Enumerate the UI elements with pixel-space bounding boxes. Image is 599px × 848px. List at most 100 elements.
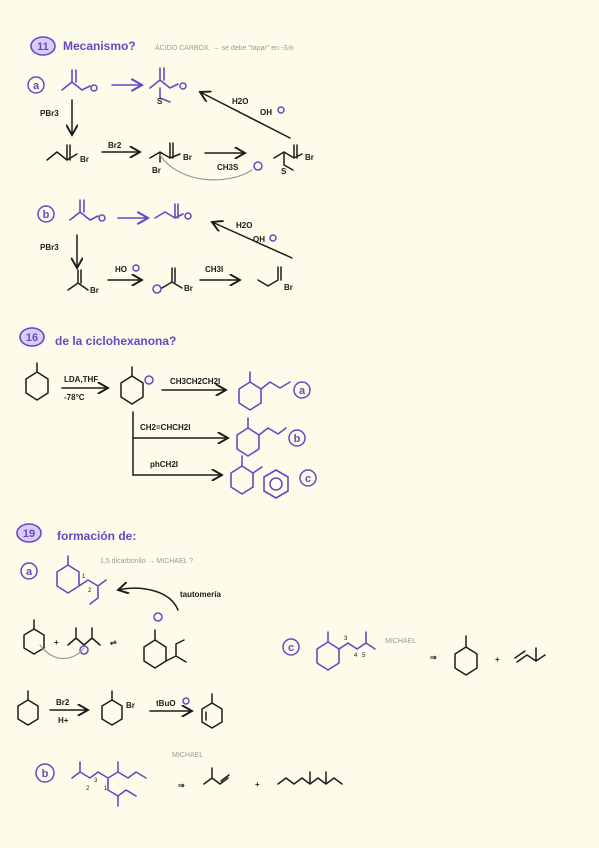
label-19a-circle bbox=[20, 562, 38, 580]
tbuo-19: tBuO bbox=[156, 699, 176, 708]
product-16c-ring bbox=[230, 465, 254, 495]
target-19a-chain bbox=[67, 555, 107, 605]
label-a-circle bbox=[27, 76, 45, 94]
product-16c-chain bbox=[241, 455, 263, 474]
mvk-19c bbox=[514, 647, 546, 663]
product-16b-chain bbox=[247, 417, 287, 436]
product-16c-aromatic bbox=[269, 477, 283, 491]
cyclohexenone-19a bbox=[23, 628, 45, 655]
section-19: 19 formación de: a 1 2 1,5 dicarbonilo →… bbox=[16, 523, 546, 807]
label-19c-circle bbox=[282, 638, 300, 656]
section-11: 11 Mecanismo? ÁCIDO CARBOX. → se debe "t… bbox=[27, 36, 314, 295]
carboxylate-b-charge bbox=[98, 214, 106, 222]
pbr3-a: PBr3 bbox=[40, 109, 59, 118]
benzyl-iodide: phCH2I bbox=[150, 460, 178, 469]
num-b2: 2 bbox=[86, 786, 90, 792]
product-a bbox=[149, 67, 179, 103]
allyl-iodide: CH2=CHCH2I bbox=[140, 423, 190, 432]
intermediate-19a-chain bbox=[165, 639, 187, 663]
product-16a-chain bbox=[249, 371, 291, 390]
lda-thf: LDA,THF bbox=[64, 375, 98, 384]
num-4: 4 bbox=[354, 653, 358, 659]
tbuo-19-charge bbox=[182, 697, 190, 705]
carboxylate-b bbox=[69, 199, 99, 221]
arrow-b4 bbox=[212, 222, 293, 259]
enolate-b-br: Br bbox=[184, 284, 193, 293]
num-1: 1 bbox=[82, 574, 86, 580]
num-b1: 1 bbox=[104, 786, 108, 792]
plus-19c: + bbox=[495, 655, 500, 664]
badge-19 bbox=[16, 523, 42, 543]
alpha-bromo-a bbox=[149, 142, 181, 163]
ch3s-label: CH3S bbox=[217, 163, 239, 172]
michael-19c: MICHAEL bbox=[385, 638, 416, 645]
product-16b-ring bbox=[236, 427, 260, 457]
temp: -78°C bbox=[64, 393, 85, 402]
ch3s-charge bbox=[253, 161, 263, 171]
curly-arrow-a bbox=[159, 154, 253, 181]
enolate-16-charge bbox=[144, 375, 154, 385]
product-b-charge bbox=[184, 212, 192, 220]
tautomeria-label: tautomería bbox=[180, 590, 221, 599]
diketone-19a bbox=[67, 627, 101, 646]
section-19-title: formación de: bbox=[57, 529, 136, 543]
num-3: 3 bbox=[344, 636, 348, 642]
product-16c-benzene bbox=[263, 469, 289, 499]
br2-a: Br2 bbox=[108, 141, 122, 150]
num-2: 2 bbox=[88, 588, 92, 594]
oh-a-charge bbox=[277, 106, 285, 114]
thioether-a bbox=[273, 144, 303, 171]
enone-19 bbox=[201, 702, 223, 729]
plus-19b: + bbox=[255, 780, 260, 789]
cyclohexanone-start bbox=[25, 371, 49, 401]
thioether-a-br: Br bbox=[305, 153, 314, 162]
ho-b: HO bbox=[115, 265, 127, 274]
enolate-b-charge bbox=[152, 284, 162, 294]
section-11-title: Mecanismo? bbox=[63, 39, 136, 53]
arrow-a4 bbox=[200, 92, 291, 139]
h2o-b: H2O bbox=[236, 221, 252, 230]
diketone-19a-charge bbox=[79, 645, 89, 655]
bromoketone-19 bbox=[101, 699, 123, 726]
enolate-b bbox=[161, 267, 183, 289]
product-16b-label: b bbox=[294, 433, 301, 445]
label-a-text: a bbox=[33, 80, 40, 92]
propyl-iodide: CH3CH2CH2I bbox=[170, 377, 220, 386]
oh-b-charge bbox=[269, 234, 277, 242]
br2-19: Br2 bbox=[56, 698, 70, 707]
tautomeria-arrow bbox=[118, 588, 179, 611]
thioether-a-s: S bbox=[281, 167, 287, 176]
product-16a-label: a bbox=[299, 385, 306, 397]
num-b3: 3 bbox=[94, 778, 98, 784]
pbr3-b: PBr3 bbox=[40, 243, 59, 252]
badge-19-number: 19 bbox=[23, 528, 35, 540]
carboxylate-a bbox=[61, 69, 91, 91]
retro-19c: ⇒ bbox=[430, 653, 437, 662]
equil-19a: ⇌ bbox=[110, 638, 117, 647]
propanoyl-b bbox=[257, 266, 282, 287]
propanoyl-b-br: Br bbox=[284, 283, 293, 292]
cyclohexanone-19c bbox=[454, 646, 478, 676]
product-16c-badge bbox=[299, 469, 317, 487]
alpha-bromo-a-br: Br bbox=[183, 153, 192, 162]
product-16a-badge bbox=[293, 381, 311, 399]
badge-11 bbox=[30, 36, 56, 56]
label-19b-text: b bbox=[42, 768, 49, 780]
label-b-text: b bbox=[43, 209, 50, 221]
bromoketone-19-br: Br bbox=[126, 701, 135, 710]
acyl-bromide-b bbox=[67, 269, 89, 291]
label-b-circle bbox=[37, 205, 55, 223]
h-plus: H+ bbox=[58, 716, 69, 725]
badge-11-number: 11 bbox=[37, 41, 49, 53]
acyl-bromide-a bbox=[46, 144, 78, 161]
target-19b-chain bbox=[71, 761, 147, 807]
retro-19b: ⇒ bbox=[178, 781, 185, 790]
mvk-19b bbox=[203, 767, 230, 785]
h2o-a: H2O bbox=[232, 97, 248, 106]
alpha-bromo-a-br2: Br bbox=[152, 166, 161, 175]
product-16b-badge bbox=[288, 429, 306, 447]
oh-b: OH bbox=[253, 235, 265, 244]
badge-16-number: 16 bbox=[26, 332, 38, 344]
plus-19a: + bbox=[54, 638, 59, 647]
dicarbonyl-note: 1,5 dicarbonilo → MICHAEL ? bbox=[100, 558, 193, 565]
